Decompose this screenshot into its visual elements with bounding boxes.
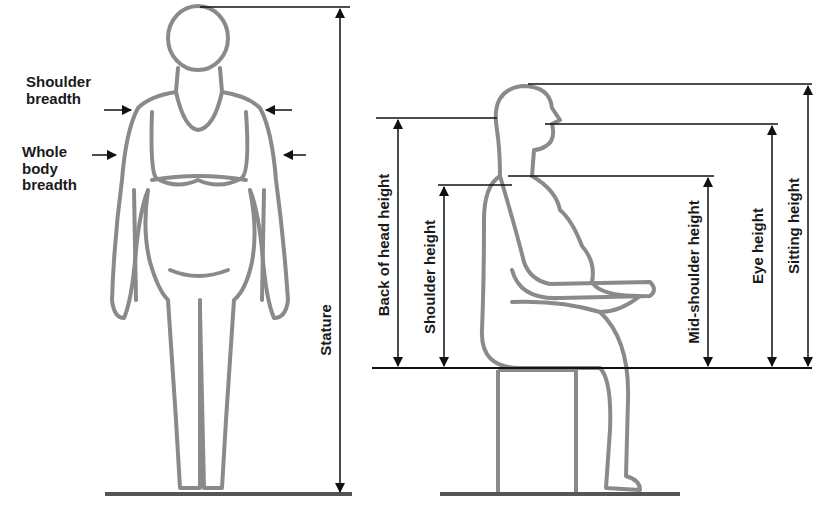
dimension-label: Mid-shoulder height [686,200,703,343]
measure-label: Whole body breadth [22,144,94,194]
dimension-label: Eye height [750,208,767,284]
dimension-label: Back of head height [376,174,393,317]
measure-label: Shoulder breadth [26,74,106,107]
ground-lines [105,492,680,496]
dimension-label: Sitting height [786,178,803,274]
dimension-lines [92,7,812,492]
dimension-label: Shoulder height [422,220,439,334]
stool [498,370,576,496]
standing-figure [112,6,288,488]
dimension-label: Stature [318,304,335,356]
seated-figure [482,86,654,490]
